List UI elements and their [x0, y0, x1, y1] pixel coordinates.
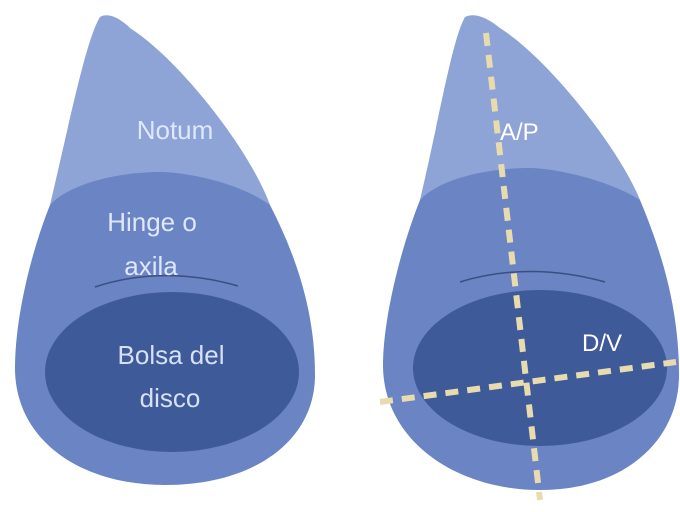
left-disc-pouch — [45, 292, 299, 452]
left-notum-region — [50, 15, 270, 206]
ap-axis-line — [483, 32, 543, 501]
dv-axis-line — [379, 359, 677, 405]
pouch-label-line2: disco — [140, 383, 201, 413]
hinge-label-line2: axila — [124, 251, 178, 281]
right-wing-disc: A/P D/V — [379, 15, 679, 501]
hinge-label-line1: Hinge o — [107, 207, 197, 237]
pouch-label-line1: Bolsa del — [118, 340, 225, 370]
right-notum-region — [420, 15, 640, 201]
dv-axis-label: D/V — [582, 330, 622, 357]
right-disc-pouch — [413, 290, 667, 446]
ap-axis-label: A/P — [500, 119, 539, 146]
notum-label: Notum — [137, 115, 214, 145]
right-fold-line — [459, 270, 606, 283]
left-wing-disc: Notum Hinge o axila Bolsa del disco — [15, 15, 315, 485]
left-fold-line — [94, 274, 239, 288]
